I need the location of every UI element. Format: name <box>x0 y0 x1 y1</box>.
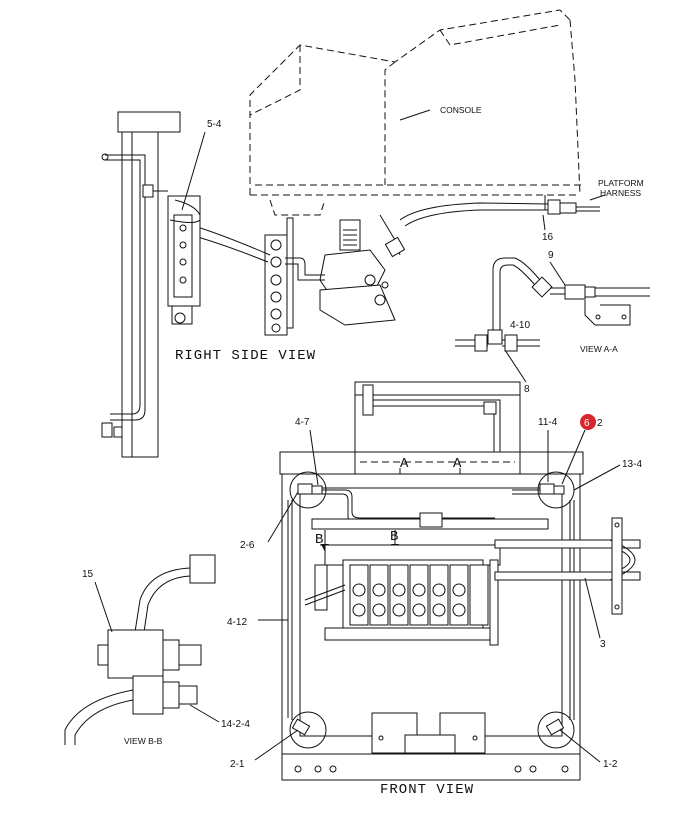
console-outline <box>249 9 585 216</box>
callout-6-highlight: 6 <box>580 414 596 430</box>
callout-3: 3 <box>600 639 606 650</box>
view-bb <box>64 554 216 745</box>
front-view <box>279 381 641 781</box>
label-view-bb: VIEW B-B <box>124 736 163 746</box>
callout-9: 9 <box>548 250 554 261</box>
callout-8: 8 <box>524 384 530 395</box>
section-marker-b-left: B <box>315 532 324 548</box>
callout-4-10: 4-10 <box>510 320 530 331</box>
callout-4-12: 4-12 <box>227 617 247 628</box>
right-side-view <box>101 111 201 458</box>
label-view-aa: VIEW A-A <box>580 344 618 354</box>
section-marker-a-right: A <box>453 456 462 472</box>
label-right-side-view: RIGHT SIDE VIEW <box>175 348 316 364</box>
section-marker-b-right: B <box>390 529 399 545</box>
callout-2-1: 2-1 <box>230 759 245 770</box>
callout-13-4: 13-4 <box>622 459 642 470</box>
callout-14-2-4: 14-2-4 <box>221 719 250 730</box>
valve-bank-cells <box>349 564 469 626</box>
section-marker-a-left: A <box>400 456 409 472</box>
label-front-view: FRONT VIEW <box>380 782 474 798</box>
top-harness-cables: 16 <box>379 202 554 256</box>
callout-5-4: 5-4 <box>207 119 222 130</box>
callout-15: 15 <box>82 569 94 580</box>
view-aa <box>455 257 650 352</box>
callout-6: 6 <box>584 418 590 429</box>
callout-2-6: 2-6 <box>240 540 255 551</box>
callout-16: 16 <box>542 232 554 243</box>
label-platform: PLATFORM <box>598 178 644 188</box>
callout-4-7: 4-7 <box>295 417 310 428</box>
callout-2-marker: 2 <box>597 418 603 429</box>
callout-1-2: 1-2 <box>603 759 618 770</box>
callout-11-4: 11-4 <box>538 417 558 428</box>
label-console: CONSOLE <box>440 105 482 115</box>
valve-assembly <box>264 217 406 336</box>
platform-harness-connector <box>547 194 606 215</box>
label-harness: HARNESS <box>600 188 641 198</box>
